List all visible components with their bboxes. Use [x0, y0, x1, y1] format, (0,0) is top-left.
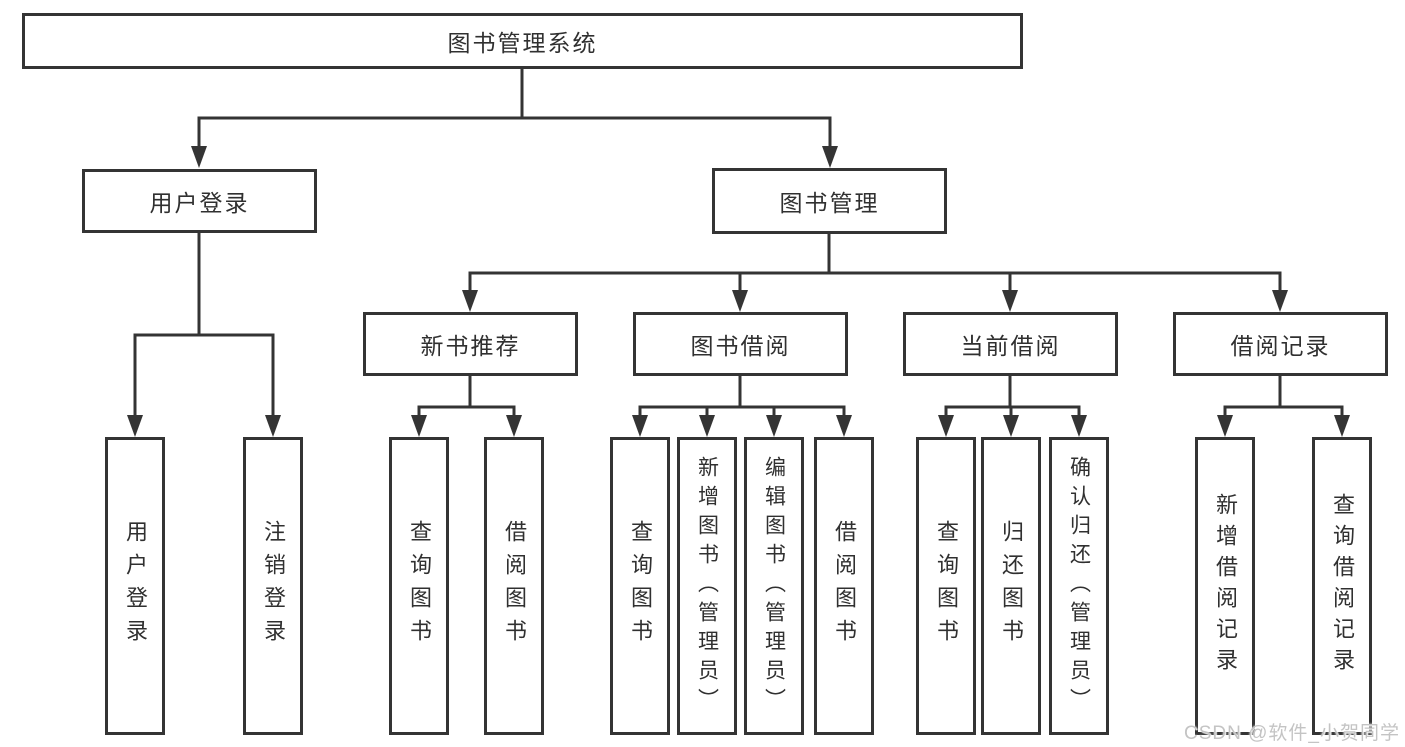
leaf-add-book-admin: 新增图书（管理员）	[677, 437, 737, 735]
leaf-query-borrow-record: 查询借阅记录	[1312, 437, 1372, 735]
node-label: 当前借阅	[960, 333, 1061, 359]
node-book-borrowing: 图书借阅	[633, 312, 848, 376]
leaf-query-book-borrow: 查询图书	[610, 437, 670, 735]
leaf-label: 查询图书	[407, 520, 432, 652]
node-label: 图书借阅	[690, 333, 791, 359]
node-label: 用户登录	[149, 190, 250, 216]
leaf-logout-login: 注销登录	[243, 437, 303, 735]
elbow-connectors	[133, 66, 1344, 421]
node-borrow-records: 借阅记录	[1173, 312, 1388, 376]
leaf-borrow-book: 借阅图书	[814, 437, 874, 735]
node-root-label: 图书管理系统	[447, 30, 598, 56]
leaf-query-book-current: 查询图书	[916, 437, 976, 735]
leaf-label: 用户登录	[123, 520, 148, 652]
node-book-management: 图书管理	[712, 168, 947, 234]
leaf-label: 编辑图书（管理员）	[762, 455, 786, 717]
node-label: 借阅记录	[1230, 333, 1331, 359]
leaf-confirm-return-admin: 确认归还（管理员）	[1049, 437, 1109, 735]
leaf-edit-book-admin: 编辑图书（管理员）	[744, 437, 804, 735]
leaf-label: 新增借阅记录	[1213, 493, 1238, 679]
leaf-add-borrow-record: 新增借阅记录	[1195, 437, 1255, 735]
node-current-borrowing: 当前借阅	[903, 312, 1118, 376]
leaf-label: 注销登录	[261, 520, 286, 652]
leaf-label: 借阅图书	[832, 520, 857, 652]
node-label: 图书管理	[779, 190, 880, 216]
node-user-login-branch: 用户登录	[82, 169, 317, 233]
leaf-label: 确认归还（管理员）	[1067, 455, 1091, 717]
node-new-book-recommend: 新书推荐	[363, 312, 578, 376]
node-label: 新书推荐	[420, 333, 521, 359]
leaf-label: 查询图书	[628, 520, 653, 652]
leaf-borrow-book-recommend: 借阅图书	[484, 437, 544, 735]
csdn-watermark: CSDN @软件_小贺同学	[1184, 723, 1400, 744]
leaf-user-login: 用户登录	[105, 437, 165, 735]
leaf-label: 新增图书（管理员）	[695, 455, 719, 717]
arrowhead-icons	[127, 146, 1350, 437]
leaf-label: 归还图书	[999, 520, 1024, 652]
leaf-label: 借阅图书	[502, 520, 527, 652]
leaf-query-book-recommend: 查询图书	[389, 437, 449, 735]
leaf-return-book: 归还图书	[981, 437, 1041, 735]
node-root: 图书管理系统	[22, 13, 1023, 69]
leaf-label: 查询借阅记录	[1330, 493, 1355, 679]
leaf-label: 查询图书	[934, 520, 959, 652]
